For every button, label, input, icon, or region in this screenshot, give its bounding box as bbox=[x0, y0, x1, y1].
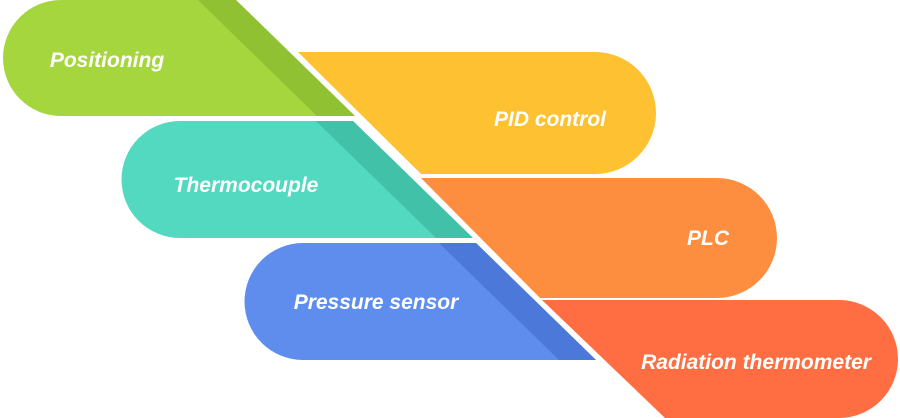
pill-radiation-thermometer-shape bbox=[542, 300, 898, 418]
pill-pressure-sensor-shade bbox=[439, 243, 596, 360]
pill-pressure-sensor: Pressure sensor bbox=[244, 243, 596, 360]
pill-positioning-shade bbox=[198, 0, 355, 116]
pill-thermocouple: Thermocouple bbox=[121, 121, 473, 238]
pill-thermocouple-label: Thermocouple bbox=[174, 174, 319, 197]
pill-radiation-thermometer: Radiation thermometer bbox=[542, 300, 898, 418]
pill-pid-control: PID control bbox=[298, 52, 656, 174]
pill-thermocouple-shape bbox=[121, 121, 473, 238]
pill-positioning: Positioning bbox=[3, 0, 355, 116]
pill-pid-control-shape bbox=[298, 52, 656, 174]
pill-plc-label: PLC bbox=[687, 227, 730, 250]
pill-plc: PLC bbox=[421, 178, 777, 298]
pill-radiation-thermometer-label: Radiation thermometer bbox=[641, 351, 873, 374]
pill-positioning-label: Positioning bbox=[50, 49, 164, 72]
pill-pressure-sensor-shape bbox=[244, 243, 596, 360]
pill-plc-shape bbox=[421, 178, 777, 298]
pill-positioning-shape bbox=[3, 0, 355, 116]
pill-pressure-sensor-label: Pressure sensor bbox=[294, 291, 460, 314]
pill-pid-control-label: PID control bbox=[494, 108, 607, 131]
pill-thermocouple-shade bbox=[316, 121, 473, 238]
